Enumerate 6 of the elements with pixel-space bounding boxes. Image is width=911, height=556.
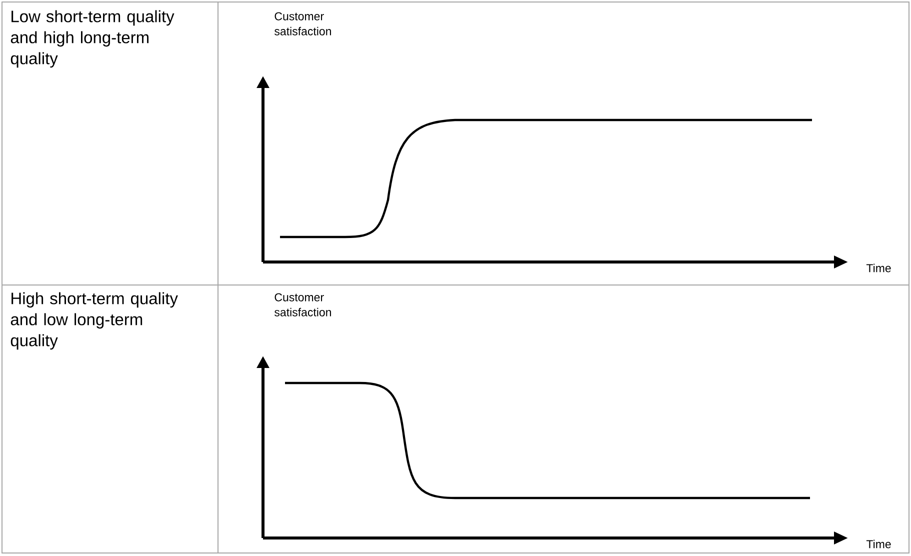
axis-label: Customer satisfaction	[274, 293, 331, 316]
cell-text: High short-term quality and low long-term quality	[10, 292, 178, 350]
axis-label: Customer satisfaction	[274, 12, 331, 36]
axis-label: Time	[866, 264, 891, 272]
cell-text: Low short-term quality and high long-term quality	[10, 10, 174, 68]
axis-label: Time	[866, 540, 891, 548]
